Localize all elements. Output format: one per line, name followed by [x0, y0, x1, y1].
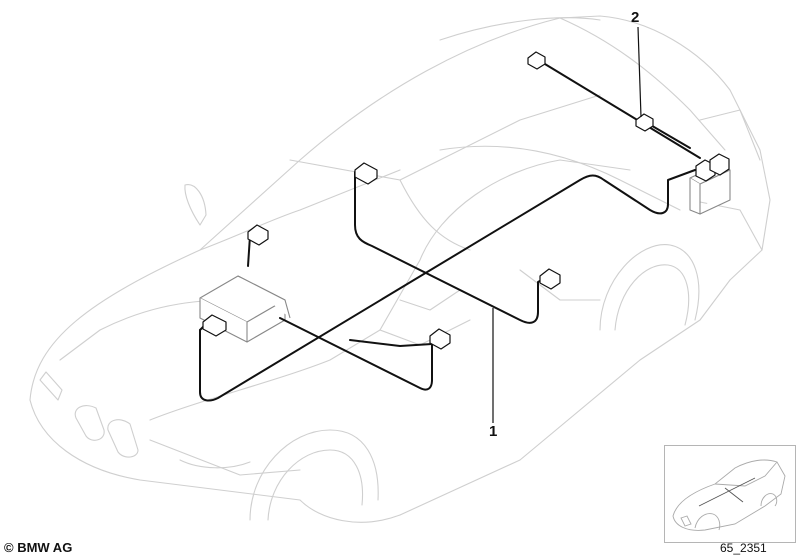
callout-2: 2: [631, 9, 640, 26]
reference-number: 65_2351: [720, 541, 767, 555]
copyright-notice: © BMW AG: [4, 540, 73, 555]
leader-line-2: [637, 26, 642, 118]
thumbnail-view: [664, 445, 796, 543]
car-outline: [29, 15, 771, 523]
thumbnail-car-icon: [672, 459, 786, 531]
harness-1: [199, 57, 701, 402]
connectors: [202, 51, 730, 350]
callout-1: 1: [489, 423, 498, 440]
